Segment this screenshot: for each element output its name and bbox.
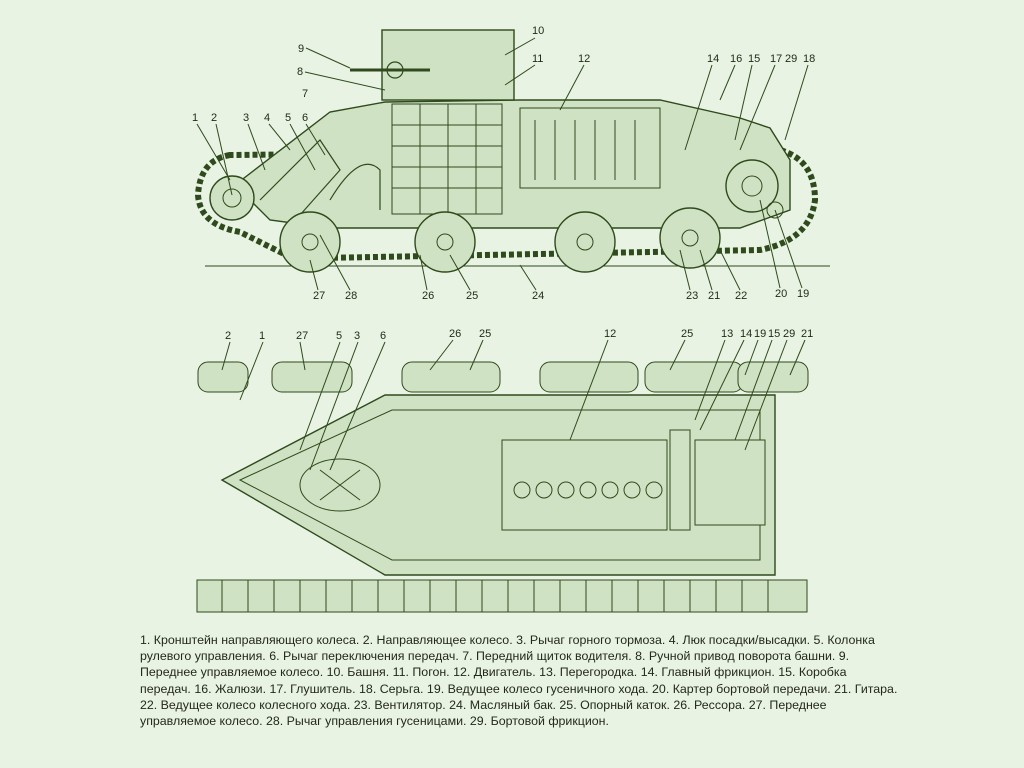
legend-item: 10. Башня. <box>326 665 393 680</box>
drive-sprocket <box>725 159 779 213</box>
callouts-side-view: 1 2 3 4 5 6 7 8 9 10 11 12 14 16 15 17 2… <box>192 25 815 302</box>
callout: 23 <box>686 290 698 302</box>
callout: 1 <box>259 330 265 342</box>
legend-item: 19. Ведущее колесо гусеничного хода. <box>426 681 653 696</box>
legend-item: 8. Ручной привод поворота башни. <box>635 649 839 664</box>
callout: 15 <box>768 328 780 340</box>
legend-item: 16. Жалюзи. <box>194 681 270 696</box>
legend-item: 13. Перегородка. <box>539 665 641 680</box>
callout: 25 <box>479 328 491 340</box>
callout: 9 <box>298 43 304 55</box>
legend-item: 29. Бортовой фрикцион. <box>469 714 609 729</box>
callout: 3 <box>243 112 249 124</box>
callout: 21 <box>801 328 813 340</box>
legend-item: 14. Главный фрикцион. <box>640 665 779 680</box>
callout: 10 <box>532 25 544 37</box>
callout: 5 <box>285 112 291 124</box>
legend-item: 5. Колонка рулевого управления. <box>140 633 875 664</box>
legend-item: 18. Серьга. <box>359 681 427 696</box>
legend-item: 28. Рычаг управления гусеницами. <box>265 714 470 729</box>
track-links-bottom <box>196 579 808 613</box>
callout: 5 <box>336 330 342 342</box>
legend-item: 20. Картер бортовой передачи. <box>652 681 835 696</box>
callout: 12 <box>578 53 590 65</box>
legend-item: 6. Рычаг переключения передач. <box>269 649 463 664</box>
road-wheel-3 <box>554 211 616 273</box>
callout: 27 <box>296 330 308 342</box>
side-view <box>194 29 830 273</box>
legend-item: 1. Кронштейн направляющего колеса. <box>140 633 363 647</box>
legend-item: 11. Погон. <box>392 665 454 680</box>
legend-item: 15. Коробка передач. <box>140 665 847 696</box>
callout: 19 <box>754 328 766 340</box>
callout: 2 <box>211 112 217 124</box>
callout-leaders-side <box>196 37 809 291</box>
callout: 6 <box>302 112 308 124</box>
callout: 1 <box>192 112 198 124</box>
legend-item: 3. Рычаг горного тормоза. <box>516 633 669 647</box>
engine-side <box>519 107 661 189</box>
legend-item: 24. Масляный бак. <box>449 697 560 712</box>
callout: 8 <box>297 66 303 78</box>
callout: 15 <box>748 53 760 65</box>
legend: 1. Кронштейн направляющего колеса. 2. На… <box>140 632 900 729</box>
callout: 11 <box>532 53 543 65</box>
callout: 16 <box>730 53 742 65</box>
wheel-pairs-top <box>197 361 809 393</box>
callout: 7 <box>302 88 308 100</box>
hull-side <box>233 99 791 229</box>
callout: 3 <box>354 330 360 342</box>
callout: 24 <box>532 290 544 302</box>
legend-item: 26. Рессора. <box>673 697 749 712</box>
legend-item: 17. Глушитель. <box>269 681 360 696</box>
legend-item: 21. Гитара. <box>834 681 898 696</box>
callout: 28 <box>345 290 357 302</box>
callout: 29 <box>783 328 795 340</box>
callout: 27 <box>313 290 325 302</box>
callout: 25 <box>466 290 478 302</box>
legend-item: 27. Переднее управляемое колесо. <box>140 697 827 729</box>
callout: 4 <box>264 112 270 124</box>
legend-item: 22. Ведущее колесо колесного хода. <box>140 697 354 712</box>
callout: 6 <box>380 330 386 342</box>
callout: 14 <box>707 53 719 65</box>
road-wheel-1 <box>279 211 341 273</box>
callout-leaders-top <box>221 339 806 471</box>
louver-block <box>391 103 503 215</box>
idler-wheel <box>209 175 255 221</box>
legend-item: 4. Люк посадки/высадки. <box>668 633 814 647</box>
callout: 26 <box>449 328 461 340</box>
legend-item: 12. Двигатель. <box>453 665 540 680</box>
callout: 14 <box>740 328 752 340</box>
callout: 22 <box>735 290 747 302</box>
callout: 13 <box>721 328 733 340</box>
turret-side <box>381 29 515 101</box>
callout: 12 <box>604 328 616 340</box>
road-wheel-2 <box>414 211 476 273</box>
legend-item: 25. Опорный каток. <box>559 697 674 712</box>
callout: 20 <box>775 288 787 300</box>
tank-schematic: 1 2 3 4 5 6 7 8 9 10 11 12 14 16 15 17 2… <box>192 25 830 613</box>
legend-item: 7. Передний щиток водителя. <box>462 649 636 664</box>
top-view <box>196 361 809 613</box>
callout: 18 <box>803 53 815 65</box>
legend-item: 2. Направляющее колесо. <box>362 633 517 647</box>
callouts-top-view: 2 1 27 5 3 6 26 25 12 25 13 14 19 15 29 … <box>225 328 813 342</box>
engine-plan <box>501 439 668 531</box>
legend-item: 9. Переднее управляемое колесо. <box>140 649 850 680</box>
callout: 25 <box>681 328 693 340</box>
callout: 2 <box>225 330 231 342</box>
callout: 21 <box>708 290 720 302</box>
road-wheel-4 <box>659 207 721 269</box>
callout: 19 <box>797 288 809 300</box>
callout: 26 <box>422 290 434 302</box>
gearbox-plan <box>694 439 766 526</box>
callout: 17 <box>770 53 782 65</box>
callout: 29 <box>785 53 797 65</box>
legend-item: 23. Вентилятор. <box>353 697 450 712</box>
